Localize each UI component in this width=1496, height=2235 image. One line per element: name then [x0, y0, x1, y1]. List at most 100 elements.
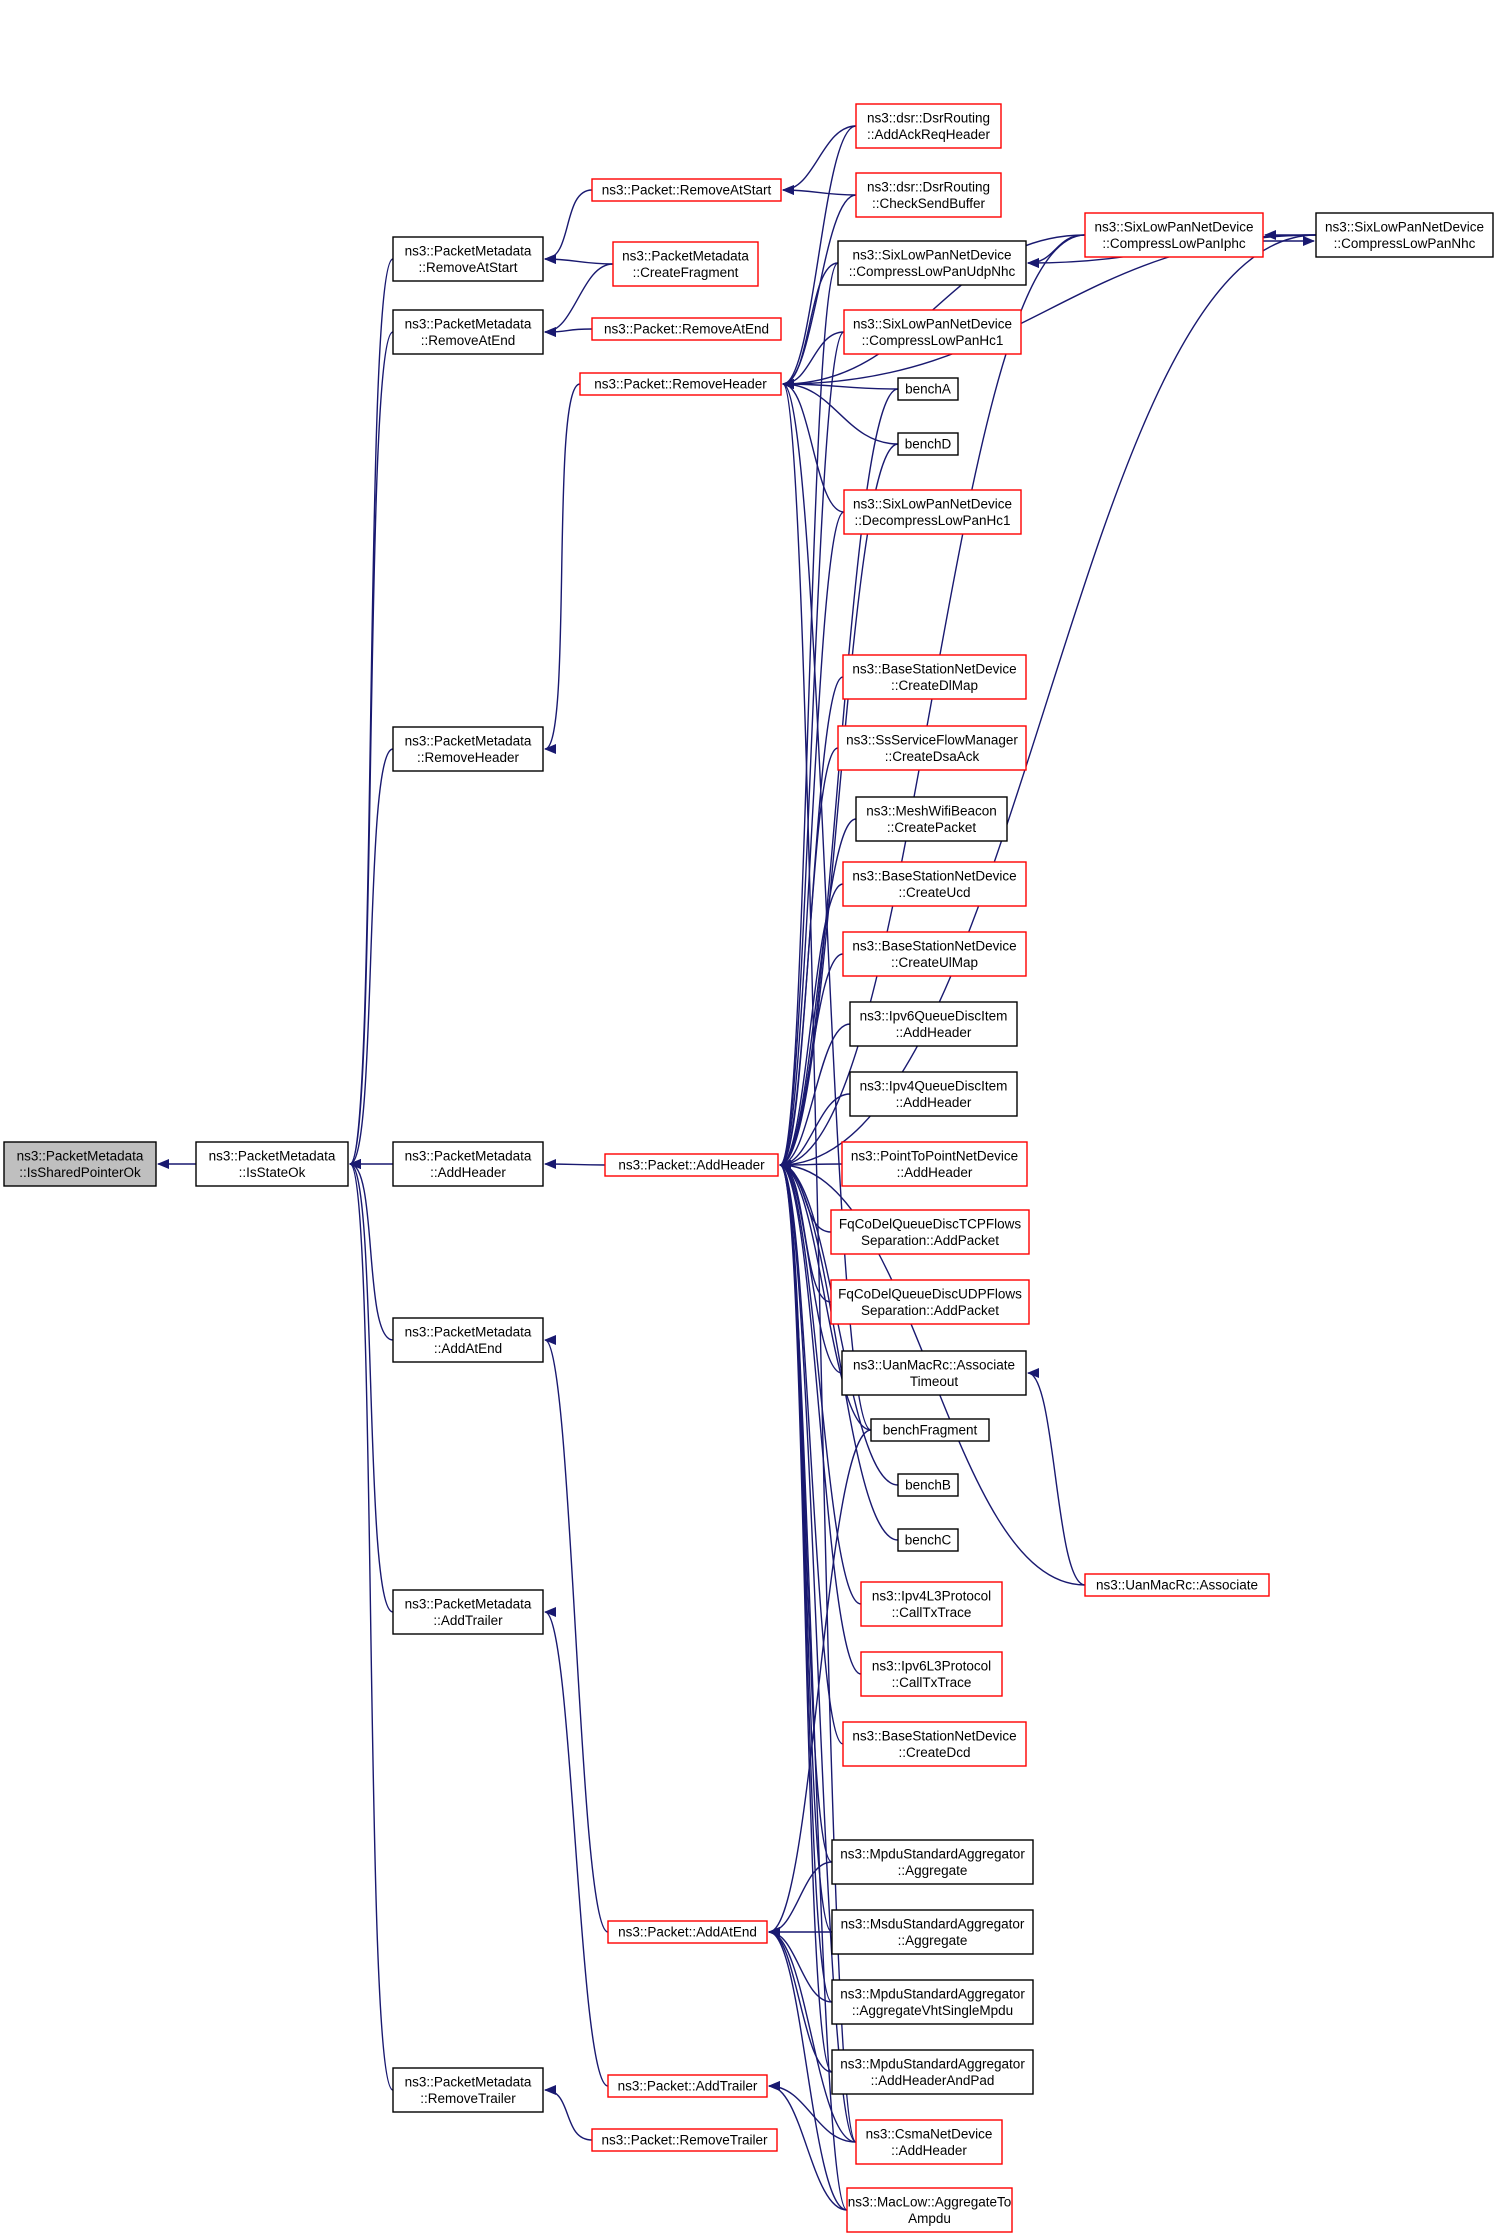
- node-box[interactable]: [870, 1418, 990, 1442]
- node-box[interactable]: [897, 1528, 959, 1552]
- node-box[interactable]: [831, 1839, 1034, 1885]
- graph-node-pm-cf[interactable]: ns3::PacketMetadata::CreateFragment: [612, 241, 759, 287]
- node-box[interactable]: [830, 1279, 1030, 1325]
- graph-node-bs-ulmap[interactable]: ns3::BaseStationNetDevice::CreateUlMap: [842, 931, 1027, 977]
- graph-node-pm-rh[interactable]: ns3::PacketMetadata::RemoveHeader: [392, 726, 544, 772]
- node-box[interactable]: [392, 1317, 544, 1363]
- graph-node-ipv4l3[interactable]: ns3::Ipv4L3Protocol::CallTxTrace: [860, 1581, 1003, 1627]
- node-box[interactable]: [842, 931, 1027, 977]
- node-box[interactable]: [837, 725, 1027, 771]
- node-box[interactable]: [612, 241, 759, 287]
- graph-node-mpdu-vht[interactable]: ns3::MpduStandardAggregator::AggregateVh…: [831, 1979, 1034, 2025]
- node-box[interactable]: [392, 1141, 544, 1187]
- node-box[interactable]: [849, 1001, 1018, 1047]
- node-box[interactable]: [591, 317, 782, 341]
- graph-node-ipv4q[interactable]: ns3::Ipv4QueueDiscItem::AddHeader: [849, 1071, 1018, 1117]
- node-box[interactable]: [897, 432, 959, 456]
- node-box[interactable]: [843, 309, 1022, 355]
- graph-node-root[interactable]: ns3::PacketMetadata::IsSharedPointerOk: [3, 1141, 157, 1187]
- node-box[interactable]: [855, 2119, 1003, 2165]
- node-box[interactable]: [1084, 1573, 1270, 1597]
- node-box[interactable]: [607, 1920, 768, 1944]
- graph-node-mpdu-ahp[interactable]: ns3::MpduStandardAggregator::AddHeaderAn…: [831, 2049, 1034, 2095]
- node-box[interactable]: [392, 236, 544, 282]
- node-box[interactable]: [855, 172, 1002, 218]
- graph-node-uan-a[interactable]: ns3::UanMacRc::Associate: [1084, 1573, 1270, 1597]
- graph-node-msdu-agg[interactable]: ns3::MsduStandardAggregator::Aggregate: [831, 1909, 1034, 1955]
- node-box[interactable]: [604, 1153, 779, 1177]
- node-box[interactable]: [860, 1651, 1003, 1697]
- graph-node-dsr-aarh[interactable]: ns3::dsr::DsrRouting::AddAckReqHeader: [855, 103, 1002, 149]
- node-box[interactable]: [607, 2074, 768, 2098]
- graph-node-benchA[interactable]: benchA: [897, 377, 959, 401]
- graph-node-ss-dsa[interactable]: ns3::SsServiceFlowManager::CreateDsaAck: [837, 725, 1027, 771]
- graph-node-p-rae[interactable]: ns3::Packet::RemoveAtEnd: [591, 317, 782, 341]
- graph-node-p-rt[interactable]: ns3::Packet::RemoveTrailer: [591, 2128, 778, 2152]
- node-box[interactable]: [841, 1350, 1027, 1396]
- graph-node-bs-dcd[interactable]: ns3::BaseStationNetDevice::CreateDcd: [842, 1721, 1027, 1767]
- node-box[interactable]: [831, 2049, 1034, 2095]
- node-box[interactable]: [579, 372, 782, 396]
- node-box[interactable]: [841, 1141, 1028, 1187]
- graph-node-p2p[interactable]: ns3::PointToPointNetDevice::AddHeader: [841, 1141, 1028, 1187]
- node-box[interactable]: [842, 654, 1027, 700]
- graph-node-mesh-cp[interactable]: ns3::MeshWifiBeacon::CreatePacket: [855, 796, 1008, 842]
- graph-node-pm-rt[interactable]: ns3::PacketMetadata::RemoveTrailer: [392, 2067, 544, 2113]
- node-box[interactable]: [842, 1721, 1027, 1767]
- graph-node-p-ah[interactable]: ns3::Packet::AddHeader: [604, 1153, 779, 1177]
- node-box[interactable]: [831, 1909, 1034, 1955]
- node-box[interactable]: [860, 1581, 1003, 1627]
- graph-node-csma-ah[interactable]: ns3::CsmaNetDevice::AddHeader: [855, 2119, 1003, 2165]
- node-box[interactable]: [846, 2187, 1013, 2233]
- node-box[interactable]: [897, 1473, 959, 1497]
- node-box[interactable]: [1084, 212, 1264, 258]
- node-box[interactable]: [897, 377, 959, 401]
- graph-node-pm-at[interactable]: ns3::PacketMetadata::AddTrailer: [392, 1589, 544, 1635]
- graph-node-benchFrag[interactable]: benchFragment: [870, 1418, 990, 1442]
- node-box[interactable]: [392, 726, 544, 772]
- node-box[interactable]: [831, 1979, 1034, 2025]
- graph-node-pm-rae[interactable]: ns3::PacketMetadata::RemoveAtEnd: [392, 309, 544, 355]
- node-box[interactable]: [842, 861, 1027, 907]
- node-box[interactable]: [849, 1071, 1018, 1117]
- node-box[interactable]: [843, 489, 1022, 535]
- graph-node-p-aae[interactable]: ns3::Packet::AddAtEnd: [607, 1920, 768, 1944]
- node-box[interactable]: [855, 796, 1008, 842]
- graph-node-benchB[interactable]: benchB: [897, 1473, 959, 1497]
- node-box[interactable]: [837, 240, 1027, 286]
- graph-node-fq-tcp[interactable]: FqCoDelQueueDiscTCPFlowsSeparation::AddP…: [830, 1209, 1030, 1255]
- graph-node-p-rh[interactable]: ns3::Packet::RemoveHeader: [579, 372, 782, 396]
- graph-node-benchD[interactable]: benchD: [897, 432, 959, 456]
- node-box[interactable]: [855, 103, 1002, 149]
- graph-node-p-ras[interactable]: ns3::Packet::RemoveAtStart: [591, 178, 782, 202]
- graph-node-bs-ucd[interactable]: ns3::BaseStationNetDevice::CreateUcd: [842, 861, 1027, 907]
- node-box[interactable]: [392, 2067, 544, 2113]
- graph-node-sl-hc1[interactable]: ns3::SixLowPanNetDevice::CompressLowPanH…: [843, 309, 1022, 355]
- graph-node-bs-dlmap[interactable]: ns3::BaseStationNetDevice::CreateDlMap: [842, 654, 1027, 700]
- graph-node-dsr-csb[interactable]: ns3::dsr::DsrRouting::CheckSendBuffer: [855, 172, 1002, 218]
- node-box[interactable]: [392, 1589, 544, 1635]
- graph-node-isstate[interactable]: ns3::PacketMetadata::IsStateOk: [195, 1141, 349, 1187]
- node-box[interactable]: [830, 1209, 1030, 1255]
- graph-node-sl-nhc[interactable]: ns3::SixLowPanNetDevice::CompressLowPanN…: [1315, 212, 1494, 258]
- graph-node-benchC[interactable]: benchC: [897, 1528, 959, 1552]
- node-box[interactable]: [591, 178, 782, 202]
- node-box[interactable]: [591, 2128, 778, 2152]
- graph-node-pm-ras[interactable]: ns3::PacketMetadata::RemoveAtStart: [392, 236, 544, 282]
- graph-node-sl-dhc1[interactable]: ns3::SixLowPanNetDevice::DecompressLowPa…: [843, 489, 1022, 535]
- node-box[interactable]: [392, 309, 544, 355]
- graph-node-ipv6l3[interactable]: ns3::Ipv6L3Protocol::CallTxTrace: [860, 1651, 1003, 1697]
- graph-node-pm-ah[interactable]: ns3::PacketMetadata::AddHeader: [392, 1141, 544, 1187]
- graph-node-ipv6q[interactable]: ns3::Ipv6QueueDiscItem::AddHeader: [849, 1001, 1018, 1047]
- graph-node-sl-udp[interactable]: ns3::SixLowPanNetDevice::CompressLowPanU…: [837, 240, 1027, 286]
- graph-node-pm-aae[interactable]: ns3::PacketMetadata::AddAtEnd: [392, 1317, 544, 1363]
- graph-node-p-at[interactable]: ns3::Packet::AddTrailer: [607, 2074, 768, 2098]
- graph-node-mpdu-agg[interactable]: ns3::MpduStandardAggregator::Aggregate: [831, 1839, 1034, 1885]
- node-box[interactable]: [1315, 212, 1494, 258]
- graph-node-sl-iphc[interactable]: ns3::SixLowPanNetDevice::CompressLowPanI…: [1084, 212, 1264, 258]
- node-box[interactable]: [3, 1141, 157, 1187]
- node-box[interactable]: [195, 1141, 349, 1187]
- graph-node-fq-udp[interactable]: FqCoDelQueueDiscUDPFlowsSeparation::AddP…: [830, 1279, 1030, 1325]
